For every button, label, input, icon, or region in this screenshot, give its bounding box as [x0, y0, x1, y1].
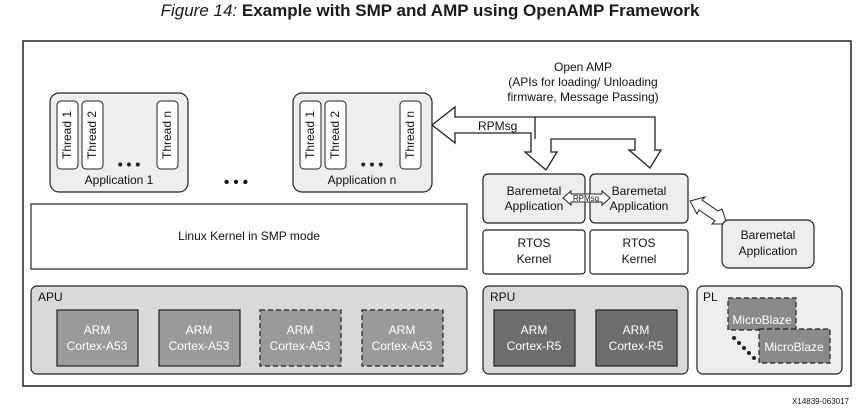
thread-label: Thread 1 [60, 111, 74, 159]
rtos-kernel-right-line1: RTOS [623, 236, 656, 250]
core-r5-line1: ARM [521, 323, 548, 337]
openamp-label-line2: (APIs for loading/ Unloading [508, 75, 657, 89]
core-a53 [259, 309, 342, 367]
core-r5-line2: Cortex-R5 [609, 339, 664, 353]
rpu-label: RPU [490, 290, 515, 304]
microblaze-label: MicroBlaze [732, 313, 792, 327]
threads-ellipsis: • • • [118, 156, 141, 172]
core-r5-line2: Cortex-R5 [507, 339, 562, 353]
thread-box [156, 100, 179, 170]
core-r5 [493, 309, 576, 367]
core-a53-line1: ARM [186, 323, 213, 337]
microblaze-core [758, 328, 831, 364]
core-a53-line2: Cortex-A53 [169, 339, 230, 353]
document-id: X14839-063017 [792, 397, 849, 406]
application-1: Thread 1 Thread 2 Thread n • • • Applica… [49, 92, 189, 193]
linux-kernel-label: Linux Kernel in SMP mode [178, 229, 320, 243]
baremetal-app-pl-line1: Baremetal [741, 228, 796, 242]
rtos-kernel-left-line1: RTOS [518, 236, 551, 250]
linux-kernel-box [30, 203, 468, 270]
baremetal-app-left-line2: Application [505, 199, 564, 213]
rpmsg-small-label: RPMsg [573, 194, 599, 203]
thread-box [324, 100, 347, 170]
baremetal-app-pl-line2: Application [739, 244, 798, 258]
core-r5-line1: ARM [623, 323, 650, 337]
threads-ellipsis: • • • [361, 156, 384, 172]
rtos-kernel-right-line2: Kernel [622, 252, 657, 266]
core-a53-line1: ARM [84, 323, 111, 337]
rpmsg-small-arrow [562, 189, 611, 207]
baremetal-app-right-line2: Application [610, 199, 669, 213]
figure-number: Figure 14: [160, 1, 238, 20]
microblaze-core [727, 297, 797, 331]
pl-label: PL [703, 290, 718, 304]
core-a53 [361, 309, 444, 367]
core-a53 [56, 309, 139, 367]
thread-box [81, 100, 104, 170]
apu-box [30, 285, 468, 375]
application-label: Application n [328, 173, 397, 187]
rtos-kernel-left-line2: Kernel [517, 252, 552, 266]
baremetal-app-right-line1: Baremetal [612, 184, 667, 198]
thread-label: Thread 1 [303, 111, 317, 159]
core-a53-line1: ARM [287, 323, 314, 337]
applications-ellipsis: • • • [224, 174, 248, 191]
core-a53-line1: ARM [389, 323, 416, 337]
core-a53-line2: Cortex-A53 [270, 339, 331, 353]
rpmsg-label: RPMsg [478, 119, 517, 133]
thread-box [399, 100, 422, 170]
apu-label: APU [38, 290, 63, 304]
rtos-kernel-left-box [482, 229, 586, 275]
core-a53-line2: Cortex-A53 [67, 339, 128, 353]
thread-label: Thread 2 [85, 111, 99, 159]
rtos-kernel-right-box [589, 229, 689, 275]
openamp-label-line1: Open AMP [554, 60, 612, 74]
baremetal-app-left-line1: Baremetal [507, 184, 562, 198]
rpmsg-arrow [430, 105, 663, 171]
thread-label: Thread n [160, 111, 174, 159]
baremetal-app-pl-box [721, 219, 815, 269]
thread-box [299, 100, 322, 170]
thread-label: Thread n [403, 111, 417, 159]
application-n: Thread 1 Thread 2 Thread n • • • Applica… [292, 92, 433, 193]
core-a53-line2: Cortex-A53 [372, 339, 433, 353]
openamp-label-line3: firmware, Message Passing) [507, 90, 658, 104]
core-a53 [158, 309, 241, 367]
thread-box [56, 100, 79, 170]
figure-caption: Figure 14: Example with SMP and AMP usin… [0, 0, 860, 24]
figure-title: Example with SMP and AMP using OpenAMP F… [241, 1, 700, 20]
microblaze-chain [732, 336, 756, 360]
microblaze-label: MicroBlaze [764, 340, 824, 354]
thread-label: Thread 2 [328, 111, 342, 159]
application-label: Application 1 [85, 173, 154, 187]
core-r5 [595, 309, 678, 367]
